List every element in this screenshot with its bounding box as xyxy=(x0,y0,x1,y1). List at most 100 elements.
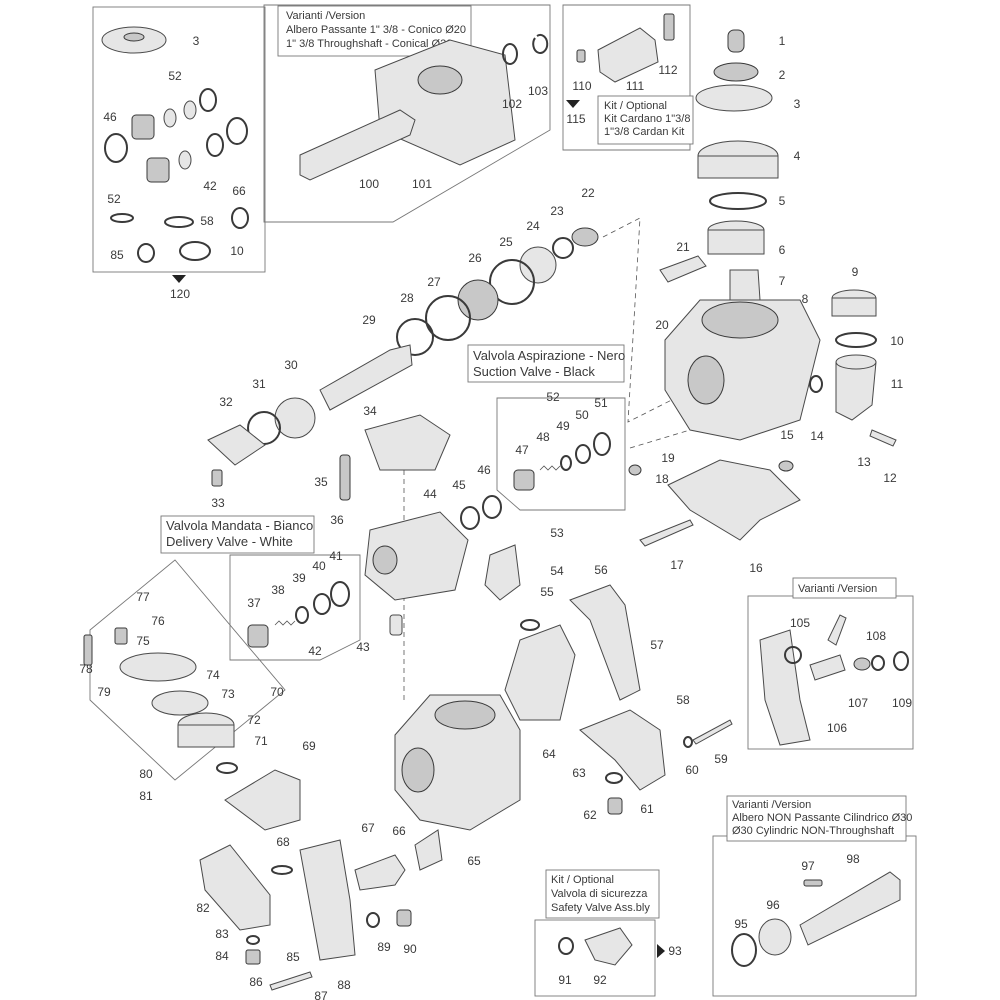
kit-93-marker xyxy=(657,944,665,958)
kit-115-marker xyxy=(566,100,580,108)
lower-crankcase xyxy=(394,694,521,831)
throughshaft-line-3: 1" 3/8 Throughshaft - Conical Ø20 xyxy=(286,38,452,50)
throughshaft-assembly xyxy=(299,34,549,181)
callout-56: 56 xyxy=(594,563,608,577)
callout-63: 63 xyxy=(572,766,586,780)
callout-50: 50 xyxy=(575,408,589,422)
callout-106: 106 xyxy=(827,721,847,735)
callout-66: 66 xyxy=(232,184,246,198)
callout-54: 54 xyxy=(550,564,564,578)
callout-89: 89 xyxy=(377,940,391,954)
callout-30: 30 xyxy=(284,358,298,372)
kit-120-marker xyxy=(172,275,186,283)
callout-57: 57 xyxy=(650,638,664,652)
callout-67: 67 xyxy=(361,821,375,835)
callout-14: 14 xyxy=(810,429,824,443)
callout-45: 45 xyxy=(452,478,466,492)
throughshaft-line-1: Varianti /Version xyxy=(286,10,365,22)
callout-1: 1 xyxy=(779,34,786,48)
cardan-frame xyxy=(562,4,691,151)
callout-58: 58 xyxy=(200,214,214,228)
kit-120-frame xyxy=(92,6,266,273)
throughshaft-line-2: Albero Passante 1" 3/8 - Conico Ø20 xyxy=(286,24,466,36)
callout-7: 7 xyxy=(779,274,786,288)
kit-markers xyxy=(172,100,665,958)
delivery-valve-frame xyxy=(229,554,361,661)
callout-labels: 1234567891011121314151617181920212223242… xyxy=(79,34,912,1000)
suction-valve-frame xyxy=(496,397,626,511)
lower-manifold-parts xyxy=(199,769,443,991)
callout-64: 64 xyxy=(542,747,556,761)
callout-3: 3 xyxy=(794,97,801,111)
callout-19: 19 xyxy=(661,451,675,465)
callout-35: 35 xyxy=(314,475,328,489)
callout-40: 40 xyxy=(312,559,326,573)
callout-92: 92 xyxy=(593,973,607,987)
throughshaft-frame xyxy=(263,4,551,223)
callout-3: 3 xyxy=(193,34,200,48)
callout-13: 13 xyxy=(857,455,871,469)
callout-12: 12 xyxy=(883,471,897,485)
callout-100: 100 xyxy=(359,177,379,191)
suction-valve-parts xyxy=(513,432,611,491)
callout-80: 80 xyxy=(139,767,153,781)
delivery-valve-parts xyxy=(247,581,350,648)
callout-110: 110 xyxy=(572,79,591,93)
callout-78: 78 xyxy=(79,662,93,676)
callout-84: 84 xyxy=(215,949,229,963)
safety-valve-line-1: Kit / Optional xyxy=(551,874,614,886)
callout-38: 38 xyxy=(271,583,285,597)
callout-77: 77 xyxy=(136,590,150,604)
callout-5: 5 xyxy=(779,194,786,208)
callout-93: 93 xyxy=(668,944,682,958)
callout-10: 10 xyxy=(890,334,904,348)
callout-52: 52 xyxy=(546,390,560,404)
cylinder-head xyxy=(339,414,502,636)
callout-76: 76 xyxy=(151,614,165,628)
box-suction-valve: Valvola Aspirazione - Nero Suction Valve… xyxy=(467,344,625,383)
callout-96: 96 xyxy=(766,898,780,912)
non-throughshaft-line-3: Ø30 Cylindric NON-Throughshaft xyxy=(732,825,894,837)
callout-60: 60 xyxy=(685,763,699,777)
delivery-valve-line-1: Valvola Mandata - Bianco xyxy=(166,518,313,533)
callout-47: 47 xyxy=(515,443,529,457)
crankshaft-line xyxy=(207,227,599,487)
callout-46: 46 xyxy=(477,463,491,477)
callout-28: 28 xyxy=(400,291,414,305)
callout-72: 72 xyxy=(247,713,261,727)
callout-85: 85 xyxy=(286,950,300,964)
callout-43: 43 xyxy=(356,640,370,654)
callout-6: 6 xyxy=(779,243,786,257)
callout-46: 46 xyxy=(103,110,117,124)
callout-74: 74 xyxy=(206,668,220,682)
callout-66: 66 xyxy=(392,824,406,838)
callout-51: 51 xyxy=(594,396,608,410)
callout-27: 27 xyxy=(427,275,441,289)
callout-111: 111 xyxy=(626,79,645,93)
non-throughshaft-parts xyxy=(731,871,901,967)
side-version-parts xyxy=(759,614,909,746)
callout-81: 81 xyxy=(139,789,153,803)
callout-112: 112 xyxy=(658,63,677,77)
callout-37: 37 xyxy=(247,596,261,610)
callout-75: 75 xyxy=(136,634,150,648)
callout-69: 69 xyxy=(302,739,316,753)
callout-59: 59 xyxy=(714,752,728,766)
suction-valve-line-2: Suction Valve - Black xyxy=(473,364,595,379)
valve-set-kit xyxy=(104,88,249,263)
callout-53: 53 xyxy=(550,526,564,540)
callout-97: 97 xyxy=(801,859,815,873)
suction-valve-line-1: Valvola Aspirazione - Nero xyxy=(473,348,625,363)
callout-32: 32 xyxy=(219,395,233,409)
callout-108: 108 xyxy=(866,629,886,643)
regulator-kit xyxy=(83,627,238,774)
callout-15: 15 xyxy=(780,428,794,442)
callout-26: 26 xyxy=(468,251,482,265)
non-throughshaft-line-2: Albero NON Passante Cilindrico Ø30 xyxy=(732,812,912,824)
cardan-kit xyxy=(576,13,675,83)
callout-44: 44 xyxy=(423,487,437,501)
callout-42: 42 xyxy=(203,179,217,193)
callout-115: 115 xyxy=(566,112,585,126)
callout-79: 79 xyxy=(97,685,111,699)
cardan-line-3: 1"3/8 Cardan Kit xyxy=(604,126,684,138)
